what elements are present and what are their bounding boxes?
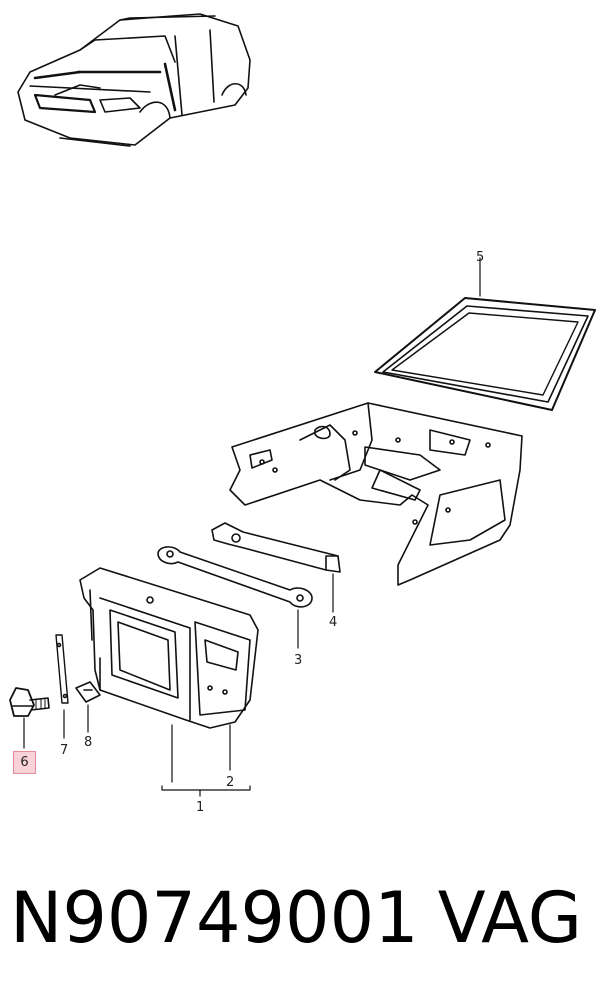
hex-bolt — [9, 687, 50, 749]
car-thumbnail — [17, 13, 251, 147]
part-caption: N90749001 VAG — [10, 868, 590, 968]
part-label-8: 8 — [84, 735, 92, 750]
part-label-6: 6 — [20, 755, 29, 770]
part-label-2: 2 — [226, 775, 234, 790]
part-label-7: 7 — [60, 743, 68, 758]
clip-nut — [75, 681, 101, 733]
spacer-strip — [55, 634, 69, 739]
strut-brace — [157, 546, 313, 649]
part-number: N90749001 — [10, 877, 419, 959]
engine-compartment — [229, 402, 523, 586]
part-label-1: 1 — [196, 800, 204, 815]
parts-diagram: 5 4 3 2 1 7 8 — [9, 13, 596, 815]
part-label-3: 3 — [294, 653, 302, 668]
windshield-seal — [374, 257, 596, 411]
assembly-bracket — [161, 785, 251, 797]
brand-name: VAG — [437, 877, 582, 959]
part-label-4: 4 — [329, 615, 337, 630]
highlight-marker — [13, 751, 36, 774]
part-label-5: 5 — [476, 250, 484, 265]
front-panel — [79, 567, 259, 783]
cross-member-bar — [211, 522, 341, 613]
